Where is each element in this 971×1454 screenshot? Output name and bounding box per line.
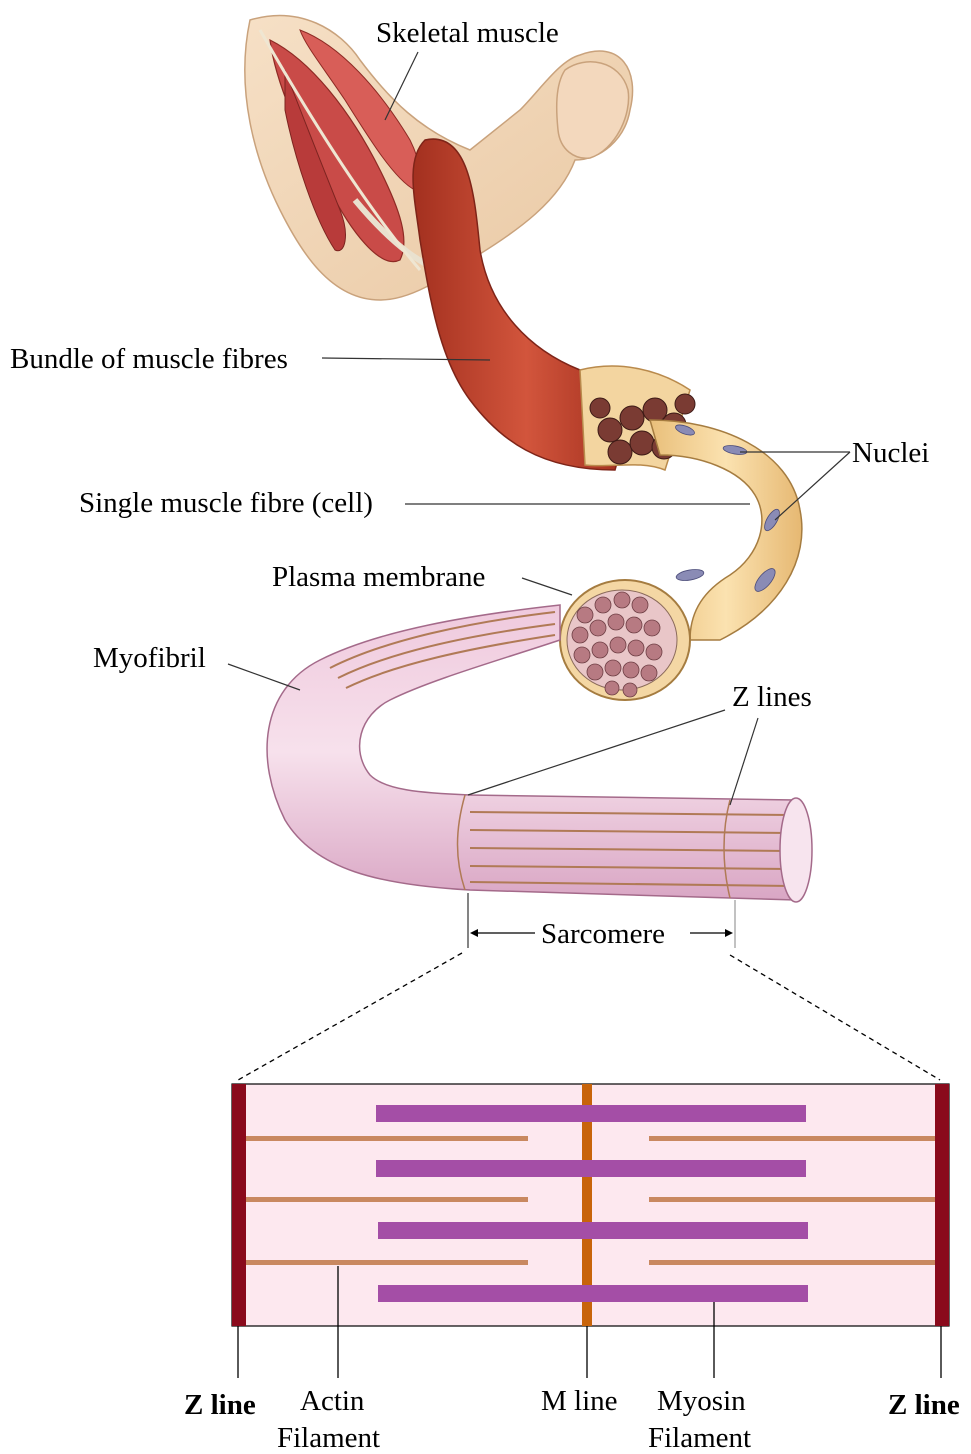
z-line-right-band (935, 1084, 949, 1326)
label-myosin-filament: Filament (648, 1422, 751, 1454)
label-sarcomere: Sarcomere (541, 918, 665, 950)
label-bundle-of-muscle-fibres: Bundle of muscle fibres (10, 343, 288, 375)
label-actin: Actin (300, 1385, 365, 1417)
sarcomere-diagram (232, 1084, 949, 1378)
label-z-line-right: Z line (888, 1389, 960, 1421)
label-skeletal-muscle: Skeletal muscle (376, 17, 559, 49)
label-z-line-left: Z line (184, 1389, 256, 1421)
label-single-muscle-fibre: Single muscle fibre (cell) (79, 487, 373, 519)
myofibril-tube (267, 605, 812, 902)
label-actin-filament: Filament (277, 1422, 380, 1454)
z-line-left-band (232, 1084, 246, 1326)
label-z-lines: Z lines (732, 681, 812, 713)
fist-icon (557, 62, 629, 158)
label-plasma-membrane: Plasma membrane (272, 561, 485, 593)
label-nuclei: Nuclei (852, 437, 929, 469)
label-m-line: M line (541, 1385, 618, 1417)
label-myosin: Myosin (657, 1385, 746, 1417)
label-myofibril: Myofibril (93, 642, 206, 674)
